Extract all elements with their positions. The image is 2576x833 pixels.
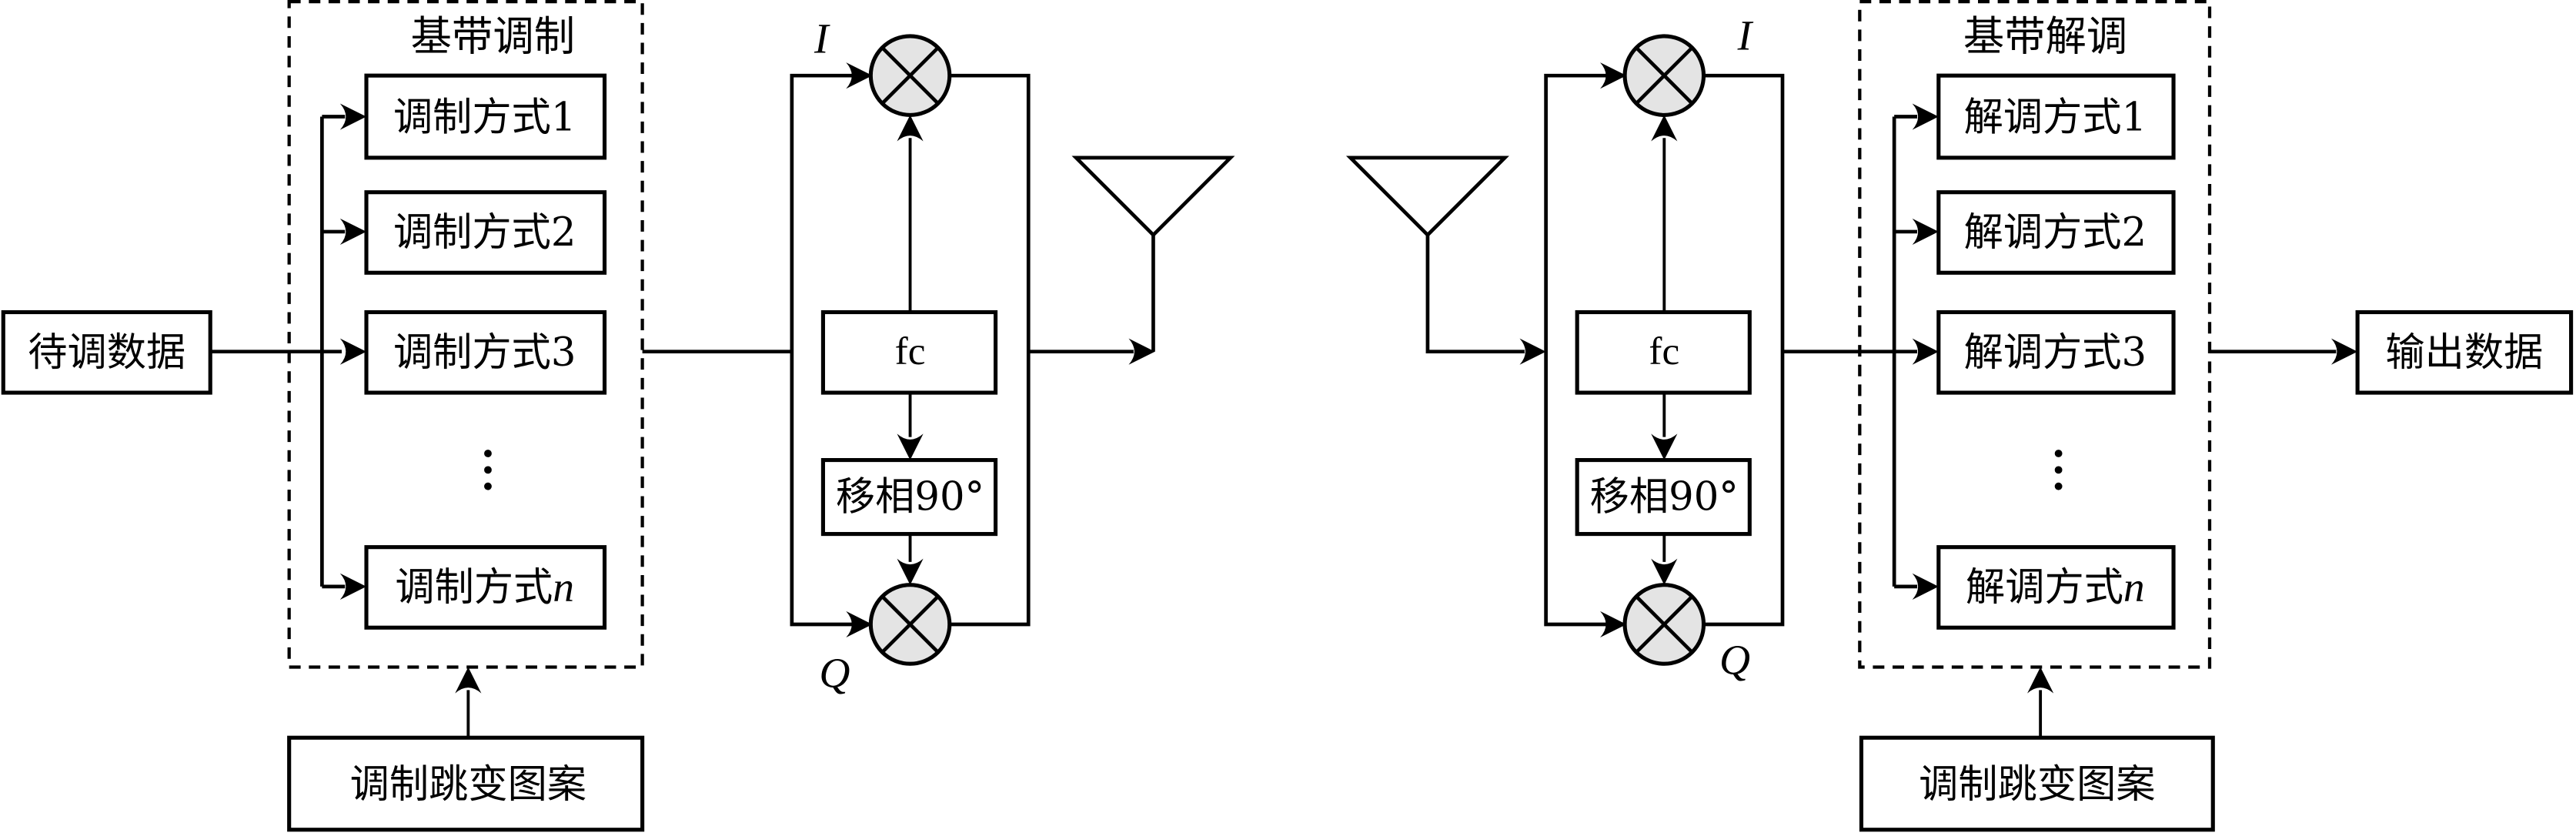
rx-antenna-icon (1345, 156, 1525, 354)
rx-iq-demodulator: I Q fc 移相90° (1544, 12, 1785, 684)
modulation-mode-3-block: 调制方式3 (364, 309, 607, 395)
demodulation-mode-3-label: 解调方式3 (1964, 330, 2147, 376)
arrow-icon (339, 338, 367, 365)
demodulation-mode-n-block: 解调方式n (1936, 545, 2176, 630)
modulation-mode-2-block: 调制方式2 (364, 190, 607, 275)
modulation-mode-2-label: 调制方式2 (393, 209, 576, 256)
tx-hopping-pattern-label: 调制跳变图案 (350, 761, 586, 808)
arrow-icon (455, 667, 482, 694)
arrow-icon (1651, 558, 1678, 585)
rx-phase-shift-block: 移相90° (1575, 457, 1752, 537)
rx-q-mixer (1622, 583, 1706, 666)
tx-i-label: I (814, 16, 830, 63)
tx-antenna-icon (1071, 156, 1235, 352)
tx-phase-shift-label: 移相90° (836, 474, 984, 520)
demodulation-mode-1-block: 解调方式1 (1936, 73, 2176, 160)
modulation-mode-1-label: 调制方式1 (393, 95, 576, 141)
baseband-modulation-title: 基带调制 (411, 12, 575, 60)
modulation-mode-n-block: 调制方式n (364, 545, 607, 630)
arrow-icon (1651, 433, 1678, 460)
rx-carrier-label: fc (1649, 330, 1679, 373)
rx-carrier-block: fc (1575, 309, 1752, 395)
demodulation-mode-n-label: 解调方式n (1966, 564, 2145, 611)
tx-q-mixer (868, 583, 952, 666)
arrow-icon (897, 433, 924, 460)
arrow-icon (2027, 667, 2054, 694)
rx-i-label: I (1737, 12, 1754, 59)
modulation-mode-n-suffix: n (553, 564, 574, 611)
rx-q-label: Q (1719, 637, 1750, 684)
modulation-ellipsis (484, 450, 492, 490)
modulation-mode-n-prefix: 调制方式 (395, 564, 553, 611)
demodulation-mode-1-label: 解调方式1 (1964, 95, 2147, 141)
tx-iq-modulator: I Q fc 移相90° (790, 16, 1031, 697)
demodulation-mode-2-label: 解调方式2 (1964, 209, 2147, 256)
tx-q-label: Q (819, 650, 850, 697)
rx-hopping-pattern-label: 调制跳变图案 (1919, 761, 2155, 808)
output-data-label: 输出数据 (2385, 330, 2543, 376)
rx-phase-shift-label: 移相90° (1590, 474, 1739, 520)
baseband-demodulation-title: 基带解调 (1963, 12, 2127, 60)
tx-carrier-block: fc (820, 309, 998, 395)
tx-i-mixer (868, 34, 952, 117)
modulation-mode-n-label: 调制方式n (395, 564, 574, 611)
input-data-label: 待调数据 (28, 330, 185, 376)
baseband-modulation-group: 基带调制 调制方式1 调制方式2 调制方式3 调制方式n (287, 0, 644, 669)
modulation-mode-3-label: 调制方式3 (393, 330, 576, 376)
tx-phase-shift-block: 移相90° (820, 457, 998, 537)
modulation-mode-1-block: 调制方式1 (364, 73, 607, 160)
demodulation-mode-3-block: 解调方式3 (1936, 309, 2176, 395)
input-data-block: 待调数据 (1, 309, 212, 395)
rx-i-mixer (1622, 34, 1706, 117)
baseband-demodulation-group: 基带解调 解调方式1 解调方式2 解调方式3 解调方式n (1858, 0, 2212, 669)
demodulation-mode-n-prefix: 解调方式 (1966, 564, 2123, 611)
tx-carrier-label: fc (895, 330, 926, 373)
output-data-block: 输出数据 (2355, 309, 2574, 395)
arrow-icon (897, 558, 924, 585)
arrow-icon (897, 115, 924, 142)
demodulation-mode-2-block: 解调方式2 (1936, 190, 2176, 275)
demodulation-ellipsis (2054, 450, 2063, 490)
demodulation-mode-n-suffix: n (2123, 564, 2145, 611)
tx-hopping-pattern-block: 调制跳变图案 (287, 735, 645, 832)
rx-hopping-pattern-block: 调制跳变图案 (1859, 735, 2215, 832)
arrow-icon (1651, 115, 1678, 142)
